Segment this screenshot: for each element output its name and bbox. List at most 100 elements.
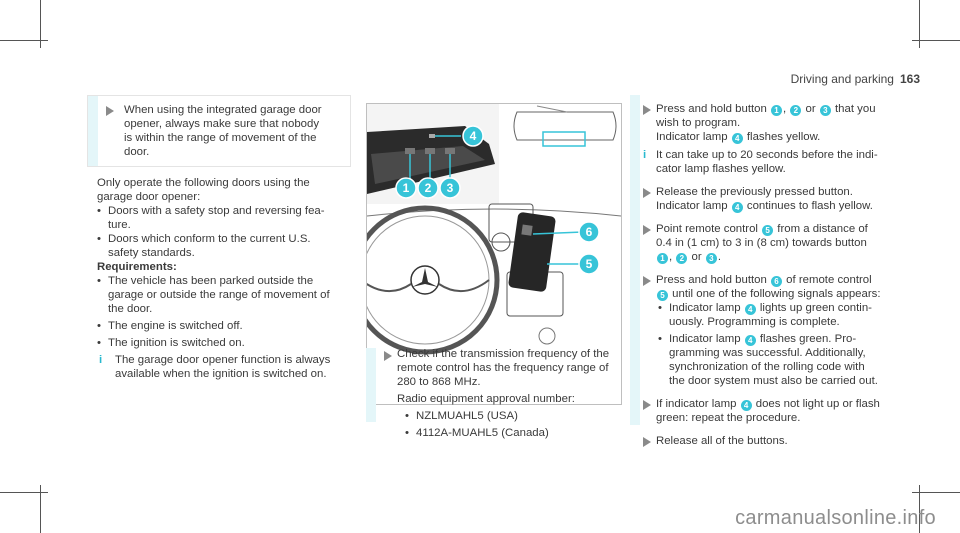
- step-line: 1, 2 or 3.: [656, 250, 930, 264]
- info-line: It can take up to 20 seconds before the …: [656, 149, 878, 161]
- text-run: Press and hold button: [656, 274, 767, 286]
- info-icon: i: [99, 354, 103, 366]
- button-2-icon: 2: [790, 105, 802, 116]
- step-accent-bar: [630, 95, 640, 425]
- text-run: Indicator lamp: [669, 302, 741, 314]
- column-1-body: Only operate the following doors using t…: [97, 176, 355, 381]
- step-arrow-icon: [643, 188, 651, 198]
- button-1-icon: 1: [657, 253, 668, 264]
- signal-line: gramming was successful. Additionally,: [669, 347, 866, 359]
- step-arrow-icon: [643, 437, 651, 447]
- text-run: or: [691, 251, 702, 263]
- info-line: The garage door opener function is alway…: [115, 354, 331, 366]
- step-line: Indicator lamp 4 continues to flash yell…: [656, 199, 930, 213]
- star-emblem-icon: [412, 268, 438, 287]
- text-run: Point remote control: [656, 223, 758, 235]
- callout-2: 2: [417, 177, 439, 199]
- button-1-icon: 1: [771, 105, 782, 116]
- text-run: from a distance of: [777, 223, 868, 235]
- radio-label: Radio equipment approval number:: [397, 393, 575, 405]
- signal-line: Indicator lamp 4 lights up green contin-: [669, 301, 930, 315]
- indicator-lamp-4-icon: 4: [731, 202, 743, 213]
- step-3: Point remote control 5 from a distance o…: [630, 222, 930, 264]
- requirement-item: The engine is switched off.: [97, 319, 355, 333]
- text-run: continues to flash yellow.: [746, 200, 873, 212]
- door-type-line: ture.: [108, 219, 131, 231]
- button-2-icon: 2: [676, 253, 688, 264]
- remote-button: [521, 224, 533, 236]
- info-line: available when the ignition is switched …: [115, 368, 327, 380]
- step-line: Release all of the buttons.: [656, 435, 788, 447]
- requirement-line: The vehicle has been parked outside the: [108, 275, 314, 287]
- note-box: When using the integrated garage door op…: [87, 95, 351, 167]
- crop-mark: [912, 40, 960, 41]
- step-arrow-icon: [384, 351, 392, 361]
- requirement-item: The ignition is switched on.: [97, 336, 355, 350]
- radio-number: NZLMUAHL5 (USA): [405, 409, 622, 423]
- crop-mark: [912, 492, 960, 493]
- crop-mark: [40, 485, 41, 533]
- callout-4: 4: [462, 125, 484, 147]
- crop-mark: [919, 485, 920, 533]
- text-run: Indicator lamp: [669, 333, 741, 345]
- indicator-lamp-4-icon: 4: [744, 304, 756, 315]
- signal-line: synchronization of the rolling code with: [669, 361, 865, 373]
- indicator-lamp: [429, 134, 435, 138]
- indicator-lamp-4-icon: 4: [740, 400, 752, 411]
- door-type-item: Doors with a safety stop and reversing f…: [97, 204, 355, 232]
- note-line: opener, always make sure that nobody: [124, 118, 320, 130]
- console-knob: [538, 327, 556, 345]
- intro-line: Only operate the following doors using t…: [97, 177, 310, 189]
- remote-control-5-icon: 5: [762, 225, 774, 236]
- text-run: Indicator lamp: [656, 200, 728, 212]
- step-line: Press and hold button 6 of remote contro…: [656, 273, 930, 287]
- garage-button: [405, 148, 415, 154]
- signal-item: Indicator lamp 4 lights up green contin-…: [658, 301, 930, 329]
- steering-wheel: [367, 205, 500, 355]
- text-run: If indicator lamp: [656, 398, 737, 410]
- door-type-line: Doors which conform to the current U.S.: [108, 233, 311, 245]
- button-6-icon: 6: [771, 276, 782, 287]
- mirror-callout-box: [542, 131, 586, 147]
- text-run: .: [717, 251, 721, 263]
- step-arrow-icon: [643, 105, 651, 115]
- step-line: 5 until one of the following signals app…: [656, 287, 930, 301]
- note-accent-bar: [88, 96, 98, 166]
- step-line: Press and hold button 1, 2 or 3 that you: [656, 102, 930, 116]
- crop-mark: [0, 40, 48, 41]
- note-text: When using the integrated garage door op…: [124, 103, 346, 159]
- step-line: green: repeat the procedure.: [656, 412, 801, 424]
- rearview-mirror: [513, 111, 617, 141]
- air-vent: [491, 232, 511, 252]
- callout-5: 5: [578, 253, 600, 275]
- step-line: If indicator lamp 4 does not light up or…: [656, 397, 930, 411]
- illustration: 4 1 2 3 6 5: [366, 103, 622, 405]
- callout-line: [532, 231, 584, 235]
- step-arrow-icon: [643, 225, 651, 235]
- mirror-mount: [536, 105, 568, 113]
- step-line: Point remote control 5 from a distance o…: [656, 222, 930, 236]
- callout-3: 3: [439, 177, 461, 199]
- requirement-line: garage or outside the range of movement …: [108, 289, 330, 301]
- requirement-line: the door.: [108, 303, 153, 315]
- garage-button: [445, 148, 455, 154]
- step-arrow-icon: [106, 106, 114, 116]
- callout-label: 2: [425, 181, 432, 195]
- callout-label: 4: [470, 129, 477, 143]
- requirement-item: The vehicle has been parked outside the …: [97, 274, 355, 316]
- step-6: Release all of the buttons.: [630, 434, 930, 448]
- step-line: 0.4 in (1 cm) to 3 in (8 cm) towards but…: [656, 237, 867, 249]
- crop-mark: [40, 0, 41, 48]
- note-line: When using the integrated garage door: [124, 104, 322, 116]
- page-number: 163: [899, 72, 920, 86]
- button-3-icon: 3: [705, 253, 717, 264]
- text-run: ,: [669, 251, 673, 263]
- note-line: door.: [124, 146, 150, 158]
- step-4: Press and hold button 6 of remote contro…: [630, 273, 930, 388]
- wheel-spoke: [367, 282, 412, 292]
- text-run: lights up green contin-: [759, 302, 872, 314]
- text-run: flashes yellow.: [746, 131, 821, 143]
- button-3-icon: 3: [819, 105, 831, 116]
- garage-button: [425, 148, 435, 154]
- text-run: that you: [835, 103, 876, 115]
